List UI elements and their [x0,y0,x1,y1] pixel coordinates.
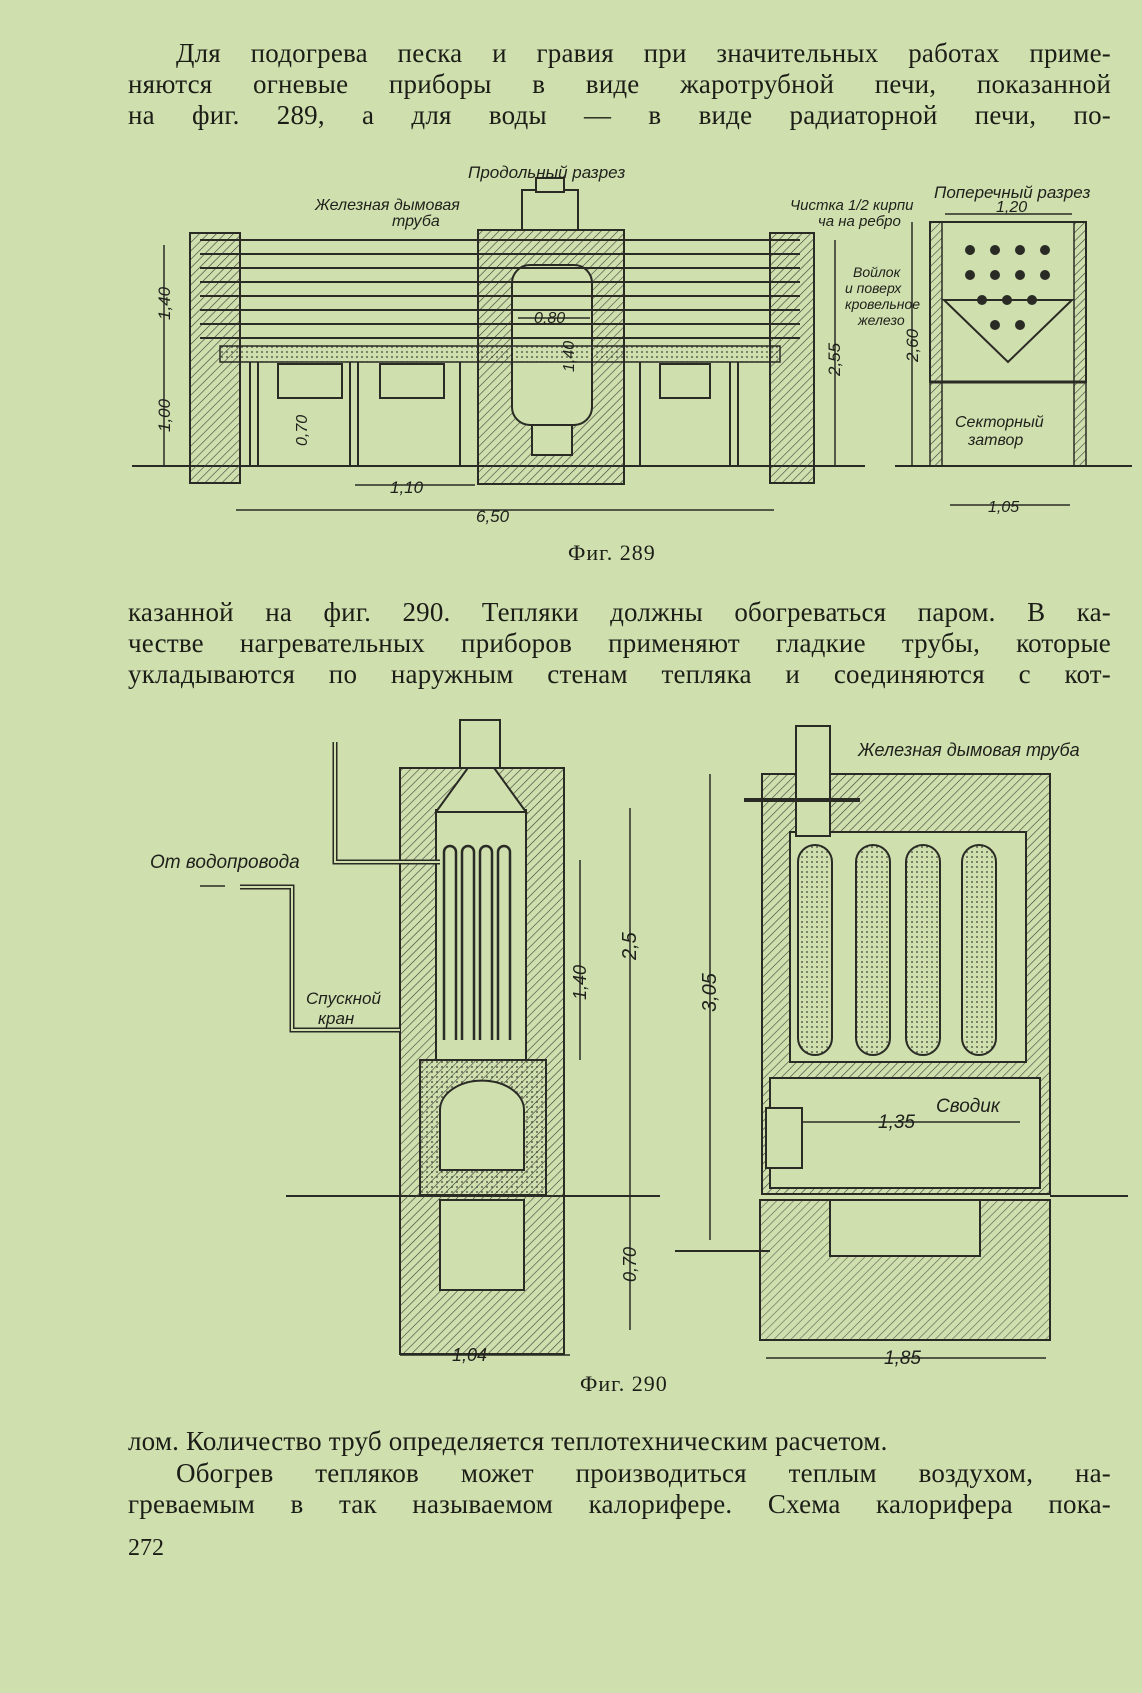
dim-140-290: 1,40 [570,965,590,1000]
dim-104: 1,04 [452,1345,487,1365]
label-iron-chimney: Железная дымовая [314,197,460,214]
dim-120: 1,20 [996,199,1027,216]
label-cross-section: Поперечный разрез [934,183,1091,202]
paragraph-line: греваемым в так называемом калорифере. С… [128,1489,1111,1519]
label-longitudinal-section: Продольный разрез [468,163,625,182]
label-felt-3: кровельное [845,296,920,312]
dim-100: 1,00 [155,398,174,432]
paragraph-line: няются огневые приборы в виде жаротрубно… [128,69,1111,99]
dim-25: 2,5 [619,931,641,961]
dim-070: 0,70 [294,415,311,446]
dim-305: 3,05 [699,972,721,1012]
dim-260: 2,60 [903,328,922,363]
label-felt-2: и поверх [845,280,902,296]
dim-135: 1,35 [878,1112,915,1133]
dim-070-290: 0,70 [620,1247,640,1282]
label-clean-brick: Чистка 1/2 кирпи [790,197,914,214]
figure-290-caption: Фиг. 290 [580,1371,668,1396]
paragraph-line: казанной на фиг. 290. Тепляки должны обо… [128,597,1111,627]
label-felt-4: железо [857,312,905,328]
dim-650: 6,50 [476,507,510,526]
label-iron-chimney-2: труба [392,213,440,230]
label-iron-chimney-290: Железная дымовая труба [857,740,1080,760]
paragraph-line: честве нагревательных приборов применяют… [128,628,1111,658]
paragraph-line: укладываются по наружным стенам тепляка … [128,659,1111,689]
dim-185: 1,85 [884,1348,921,1369]
dim-140-left: 1,40 [155,286,174,320]
paragraph-line: на фиг. 289, а для воды — в виде радиато… [128,100,1111,130]
dim-140-center: 1,40 [561,341,578,372]
label-sector-gate-2: затвор [967,432,1023,449]
label-sector-gate: Секторный [955,414,1044,431]
dim-255: 2,55 [825,342,844,377]
dim-105: 1,05 [988,499,1019,516]
label-drain-valve: Спускной [306,989,381,1008]
dim-110: 1,10 [390,478,424,497]
paragraph-line: Для подогрева песка и гравия при значите… [176,38,1111,68]
page-number: 272 [128,1535,164,1561]
label-felt: Войлок [853,264,902,280]
dim-080: 0,80 [534,310,565,327]
figure-289-caption: Фиг. 289 [568,540,656,565]
label-arch: Сводик [936,1096,1001,1117]
paragraph-line: Обогрев тепляков может производиться теп… [176,1458,1111,1488]
label-clean-brick-2: ча на ребро [818,213,901,230]
label-from-water-supply: От водопровода [150,852,300,873]
paragraph-line: лом. Количество труб определяется теплот… [128,1426,888,1456]
label-drain-valve-2: кран [318,1009,355,1028]
